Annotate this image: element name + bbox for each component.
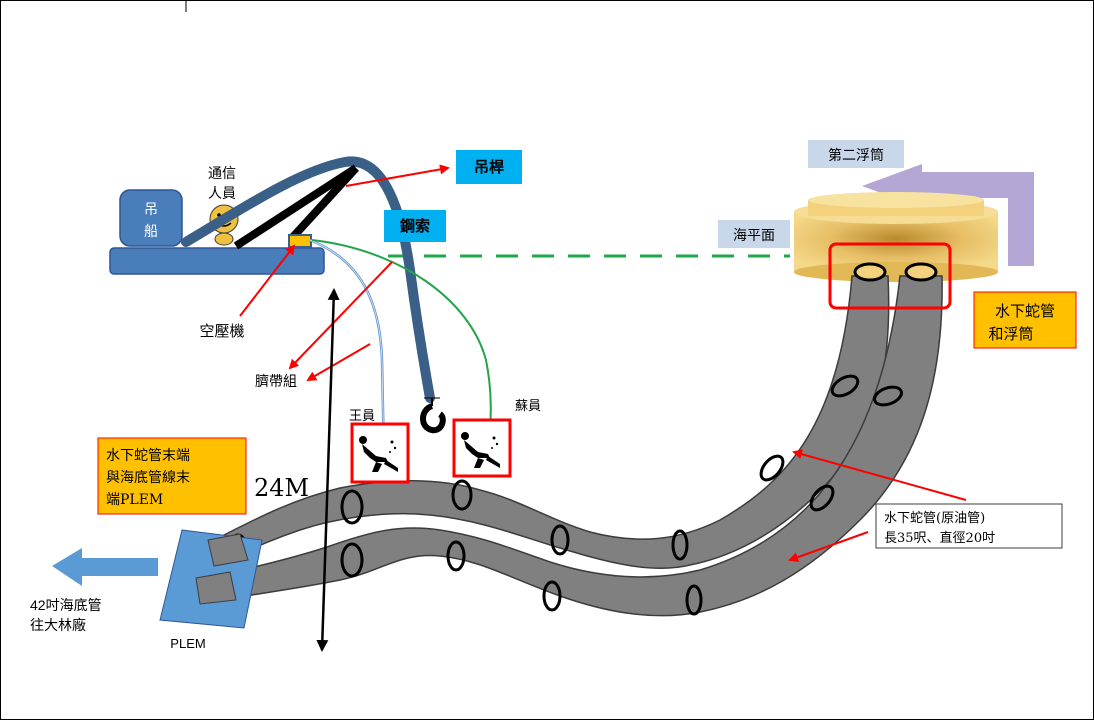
buoy2-arrow	[862, 164, 1034, 266]
hose-desc-box	[875, 503, 1063, 549]
diver-su-box	[452, 418, 512, 478]
pipe-label-2: 往大林廠	[30, 617, 86, 633]
sea-level-label: 海平面	[733, 228, 775, 244]
hose-buoy-label-1: 水下蛇管	[995, 302, 1055, 320]
arrow-left-icon	[52, 548, 158, 586]
buoy2-label: 第二浮筒	[828, 147, 884, 164]
umbilical-label: 臍帶組	[255, 374, 297, 390]
hose-buoy-box	[828, 242, 952, 310]
hose-end-label-box	[97, 437, 247, 515]
plem-label: PLEM	[170, 636, 205, 651]
diver-icon	[359, 436, 398, 472]
diver-icon	[461, 432, 500, 468]
boom	[233, 164, 359, 250]
hose-end-label-1: 水下蛇管末端	[106, 448, 190, 464]
hook-icon	[420, 397, 446, 434]
compressor-label: 空壓機	[199, 322, 244, 340]
plem	[159, 529, 263, 629]
crane-ship	[109, 189, 325, 275]
hose-lower	[223, 275, 943, 617]
hose-upper	[221, 275, 890, 569]
pipe-label-1: 42吋海底管	[30, 597, 102, 613]
hose-desc-1: 水下蛇管(原油管)	[884, 511, 985, 526]
umbilical-green	[311, 239, 492, 449]
sea-level-label-box	[718, 220, 790, 248]
diver-su-label: 蘇員	[515, 399, 541, 414]
depth-arrow	[316, 288, 340, 652]
hose-buoy-label-box	[973, 291, 1077, 349]
crane-ship-char-2: 船	[144, 224, 158, 240]
buoy2-label-box	[808, 140, 904, 168]
hose-buoy-label-2: 和浮筒	[988, 325, 1033, 343]
comm-label-1: 通信	[208, 166, 236, 182]
diver-wang-label: 王員	[349, 409, 375, 424]
boom-label: 吊桿	[474, 158, 504, 176]
diver-wang-box	[350, 422, 410, 484]
compressor	[288, 234, 312, 248]
buoy	[794, 192, 998, 282]
crane-ship-char-1: 吊	[144, 202, 158, 218]
hose-end-label-2: 與海底管線末	[106, 470, 190, 486]
hose-end-label-3: 端PLEM	[106, 492, 163, 508]
cable-label: 鋼索	[399, 217, 430, 235]
boom-label-box	[456, 150, 522, 184]
comm-label-2: 人員	[208, 186, 236, 202]
cable-label-box	[384, 210, 446, 242]
depth-label: 24M	[254, 474, 309, 502]
hose-desc-2: 長35呎、直徑20吋	[884, 531, 995, 546]
